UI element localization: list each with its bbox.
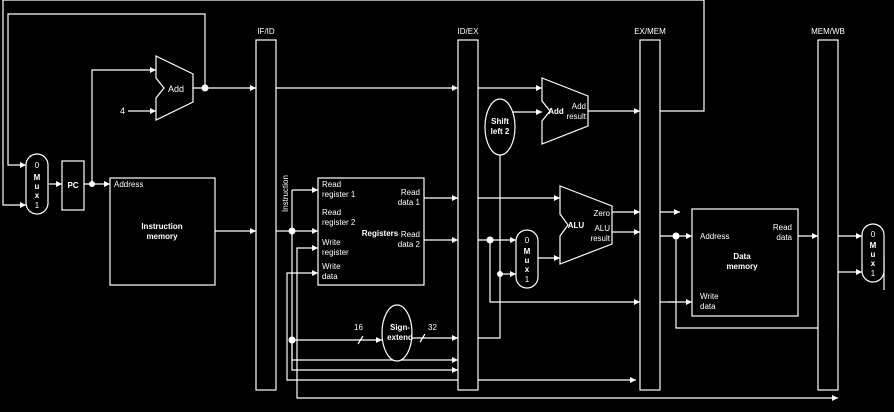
register-file-title: Registers: [362, 229, 399, 238]
pc-adder-label: Add: [168, 84, 184, 94]
svg-text:M: M: [870, 241, 877, 250]
svg-text:u: u: [525, 256, 530, 265]
svg-text:Zero: Zero: [594, 209, 611, 218]
svg-text:result: result: [590, 234, 610, 243]
svg-text:x: x: [35, 191, 40, 200]
register-file: Read register 1 Read register 2 Write re…: [317, 177, 425, 286]
svg-text:Instruction: Instruction: [141, 222, 182, 231]
svg-text:Write: Write: [322, 238, 341, 247]
shift-left-2-unit: Shift left 2: [484, 98, 516, 156]
sign-extend-output-width: 32: [428, 323, 437, 332]
ifid-register: IF/ID: [255, 27, 277, 391]
svg-text:register 1: register 1: [322, 190, 356, 199]
svg-text:memory: memory: [726, 262, 758, 271]
idex-label: ID/EX: [458, 27, 480, 36]
svg-text:Shift: Shift: [491, 117, 509, 126]
svg-text:Sign-: Sign-: [390, 323, 410, 332]
svg-text:Write: Write: [700, 292, 719, 301]
svg-text:result: result: [566, 112, 586, 121]
svg-text:Add: Add: [572, 102, 586, 111]
svg-text:extend: extend: [387, 333, 413, 342]
svg-text:data 1: data 1: [398, 198, 421, 207]
svg-text:Data: Data: [733, 252, 751, 261]
svg-text:data: data: [700, 302, 716, 311]
svg-text:left 2: left 2: [491, 127, 510, 136]
sign-extend-input-width: 16: [354, 323, 363, 332]
exmem-label: EX/MEM: [634, 27, 666, 36]
idex-register: ID/EX: [457, 27, 480, 391]
svg-text:M: M: [524, 247, 531, 256]
instruction-wire-label: Instruction: [281, 175, 290, 212]
svg-text:Read: Read: [322, 180, 341, 189]
svg-text:u: u: [35, 182, 40, 191]
branch-adder-label: Add: [548, 107, 564, 116]
svg-text:memory: memory: [146, 232, 178, 241]
svg-text:Read: Read: [401, 188, 420, 197]
memwb-register: MEM/WB: [811, 27, 845, 391]
data-memory: Address Read data Write data Data memory: [691, 208, 799, 317]
memwb-label: MEM/WB: [811, 27, 845, 36]
svg-text:Read: Read: [322, 208, 341, 217]
svg-text:M: M: [34, 173, 41, 182]
svg-text:register: register: [322, 248, 349, 257]
svg-text:0: 0: [871, 230, 876, 239]
svg-text:Read: Read: [773, 223, 792, 232]
write-back-mux: 0 M u x 1: [861, 223, 885, 283]
pc-label: PC: [67, 181, 78, 190]
svg-text:Read: Read: [401, 230, 420, 239]
svg-text:1: 1: [525, 275, 530, 284]
svg-text:Write: Write: [322, 262, 341, 271]
instruction-memory: Address Instruction memory: [109, 177, 216, 286]
instruction-memory-address-label: Address: [114, 180, 143, 189]
svg-text:data: data: [322, 272, 338, 281]
pc-adder: Add 4: [120, 55, 194, 121]
wire-arrowheads: [20, 67, 862, 401]
svg-text:1: 1: [35, 201, 40, 210]
svg-text:1: 1: [871, 269, 876, 278]
svg-text:register 2: register 2: [322, 218, 356, 227]
branch-adder: Add Add result: [541, 77, 589, 145]
svg-text:data 2: data 2: [398, 240, 421, 249]
svg-text:0: 0: [525, 236, 530, 245]
alu-source-mux: 0 M u x 1: [515, 229, 539, 289]
junction-dots: [89, 84, 680, 344]
svg-text:x: x: [525, 265, 530, 274]
svg-text:ALU: ALU: [594, 224, 610, 233]
svg-text:data: data: [776, 233, 792, 242]
svg-text:u: u: [871, 250, 876, 259]
exmem-register: EX/MEM: [634, 27, 666, 391]
ifid-label: IF/ID: [257, 27, 275, 36]
program-counter: PC: [61, 160, 85, 211]
pc-source-mux: 0 M u x 1: [25, 153, 49, 215]
alu-label: ALU: [568, 221, 585, 230]
alu: ALU Zero ALU result: [559, 185, 613, 265]
sign-extend-unit: Sign- extend 16 32: [354, 304, 437, 362]
pc-increment-constant: 4: [120, 106, 125, 116]
svg-text:Address: Address: [700, 232, 729, 241]
svg-text:0: 0: [35, 161, 40, 170]
svg-text:x: x: [871, 259, 876, 268]
